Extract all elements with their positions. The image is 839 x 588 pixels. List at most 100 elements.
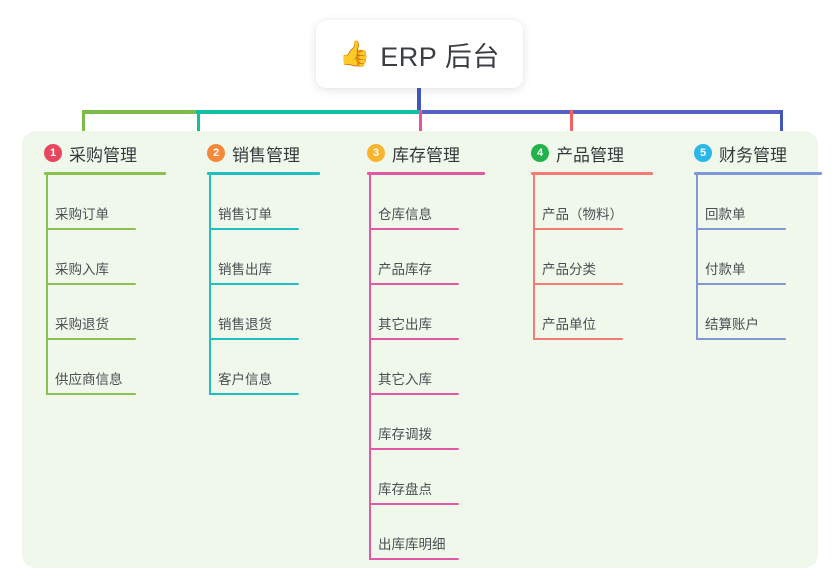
thumbs-up-icon: 👍 <box>339 39 371 68</box>
leaf-item-label: 付款单 <box>705 262 746 277</box>
connector-bar-blue <box>419 110 782 114</box>
branch-column-3: 3 库存管理仓库信息产品库存其它出库其它入库库存调拨库存盘点出库库明细 <box>345 131 505 560</box>
leaf-item-rule <box>369 393 459 395</box>
leaf-item-label: 库存调拨 <box>378 427 432 442</box>
leaf-item[interactable]: 销售退货 <box>185 285 345 340</box>
leaf-item-label: 采购退货 <box>55 317 109 332</box>
branch-spine <box>696 175 698 340</box>
leaf-item-label: 采购订单 <box>55 207 109 222</box>
leaf-item-rule <box>369 558 459 560</box>
branch-spine <box>369 175 371 560</box>
leaf-item-rule <box>46 393 136 395</box>
branch-header-rule <box>694 172 822 175</box>
leaf-item-rule <box>533 228 623 230</box>
leaf-item-rule <box>209 393 299 395</box>
branch-header-rule <box>531 172 653 175</box>
leaf-item[interactable]: 采购订单 <box>22 175 182 230</box>
branch-column-1: 1 采购管理采购订单采购入库采购退货供应商信息 <box>22 131 182 395</box>
branch-header-rule <box>367 172 485 175</box>
leaf-item-rule <box>533 283 623 285</box>
leaf-item[interactable]: 其它入库 <box>345 340 505 395</box>
branch-header-rule <box>207 172 320 175</box>
branch-header-3[interactable]: 3 库存管理 <box>345 131 505 175</box>
leaf-item[interactable]: 采购入库 <box>22 230 182 285</box>
branch-header-1[interactable]: 1 采购管理 <box>22 131 182 175</box>
leaf-item-rule <box>369 503 459 505</box>
leaf-item-label: 结算账户 <box>705 317 759 332</box>
leaf-item[interactable]: 回款单 <box>672 175 832 230</box>
branch-header-4[interactable]: 4 产品管理 <box>509 131 669 175</box>
leaf-item-label: 仓库信息 <box>378 207 432 222</box>
leaf-item[interactable]: 客户信息 <box>185 340 345 395</box>
branches-panel: 1 采购管理采购订单采购入库采购退货供应商信息 2 销售管理销售订单销售出库销售退货客… <box>22 131 822 568</box>
branch-header-2[interactable]: 2 销售管理 <box>185 131 345 175</box>
branch-header-5[interactable]: 5 财务管理 <box>672 131 832 175</box>
leaf-item[interactable]: 付款单 <box>672 230 832 285</box>
leaf-item-label: 销售退货 <box>218 317 272 332</box>
leaf-item-label: 出库库明细 <box>378 537 446 552</box>
leaf-item-rule <box>369 228 459 230</box>
branch-number-badge: 5 <box>694 144 712 162</box>
leaf-item-rule <box>696 338 786 340</box>
leaf-item-rule <box>46 228 136 230</box>
leaf-item-label: 库存盘点 <box>378 482 432 497</box>
leaf-item[interactable]: 出库库明细 <box>345 505 505 560</box>
leaf-item[interactable]: 采购退货 <box>22 285 182 340</box>
leaf-item-label: 采购入库 <box>55 262 109 277</box>
leaf-item-label: 产品库存 <box>378 262 432 277</box>
connector-bar-green <box>82 110 198 114</box>
leaf-item-rule <box>369 448 459 450</box>
leaf-item-rule <box>46 283 136 285</box>
leaf-item-label: 客户信息 <box>218 372 272 387</box>
branch-spine <box>46 175 48 395</box>
branch-title: 采购管理 <box>69 145 137 165</box>
leaf-item-label: 产品分类 <box>542 262 596 277</box>
leaf-item[interactable]: 结算账户 <box>672 285 832 340</box>
branch-column-4: 4 产品管理产品（物料） 产品分类产品单位 <box>509 131 669 340</box>
leaf-item[interactable]: 销售出库 <box>185 230 345 285</box>
leaf-item-rule <box>533 338 623 340</box>
branch-number-badge: 1 <box>44 144 62 162</box>
leaf-item-label: 产品（物料） <box>542 207 623 222</box>
leaf-item[interactable]: 仓库信息 <box>345 175 505 230</box>
leaf-item-label: 销售出库 <box>218 262 272 277</box>
leaf-item-rule <box>209 228 299 230</box>
leaf-item-rule <box>369 338 459 340</box>
branch-number-badge: 4 <box>531 144 549 162</box>
leaf-item[interactable]: 供应商信息 <box>22 340 182 395</box>
leaf-item[interactable]: 产品分类 <box>509 230 669 285</box>
leaf-item-rule <box>696 228 786 230</box>
leaf-item[interactable]: 库存调拨 <box>345 395 505 450</box>
leaf-item-rule <box>209 283 299 285</box>
leaf-item-label: 销售订单 <box>218 207 272 222</box>
branch-title: 销售管理 <box>232 145 300 165</box>
branch-spine <box>533 175 535 340</box>
root-node-card[interactable]: 👍 ERP 后台 <box>316 20 523 88</box>
leaf-item-rule <box>46 338 136 340</box>
branch-title: 产品管理 <box>556 145 624 165</box>
connector-root-stem <box>417 88 421 114</box>
leaf-item-label: 供应商信息 <box>55 372 123 387</box>
connector-bar-teal <box>196 110 421 114</box>
branch-title: 库存管理 <box>392 145 460 165</box>
leaf-item-rule <box>369 283 459 285</box>
leaf-item[interactable]: 产品（物料） <box>509 175 669 230</box>
leaf-item-label: 回款单 <box>705 207 746 222</box>
leaf-item-label: 产品单位 <box>542 317 596 332</box>
leaf-item[interactable]: 产品库存 <box>345 230 505 285</box>
leaf-item[interactable]: 销售订单 <box>185 175 345 230</box>
leaf-item-label: 其它出库 <box>378 317 432 332</box>
branch-number-badge: 2 <box>207 144 225 162</box>
leaf-item[interactable]: 其它出库 <box>345 285 505 340</box>
branch-number-badge: 3 <box>367 144 385 162</box>
branch-column-5: 5 财务管理回款单付款单结算账户 <box>672 131 832 340</box>
leaf-item[interactable]: 库存盘点 <box>345 450 505 505</box>
branch-spine <box>209 175 211 395</box>
leaf-item-rule <box>209 338 299 340</box>
leaf-item-rule <box>696 283 786 285</box>
leaf-item[interactable]: 产品单位 <box>509 285 669 340</box>
branch-column-2: 2 销售管理销售订单销售出库销售退货客户信息 <box>185 131 345 395</box>
branch-header-rule <box>44 172 166 175</box>
page-title: ERP 后台 <box>380 41 500 72</box>
branch-title: 财务管理 <box>719 145 787 165</box>
